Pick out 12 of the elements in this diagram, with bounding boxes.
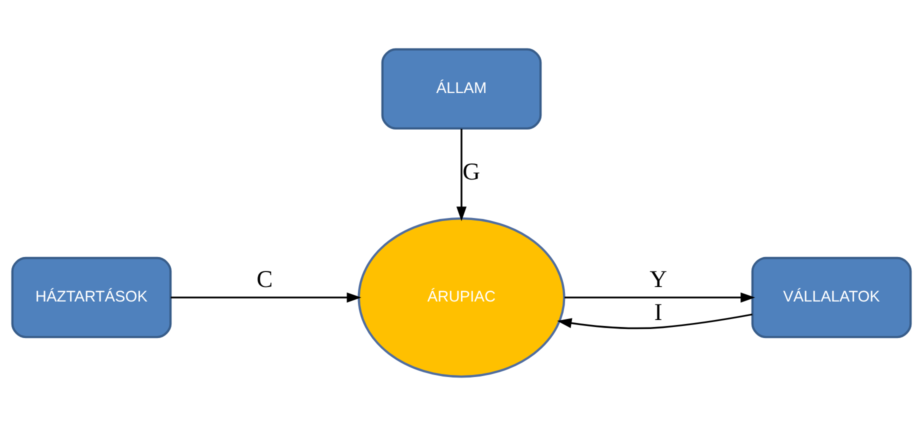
arrow xyxy=(564,292,756,302)
edge-label: I xyxy=(654,298,662,326)
edge-label: G xyxy=(462,158,480,186)
node-box: ÁLLAM xyxy=(381,48,542,130)
arrow xyxy=(557,313,752,329)
edge-label: C xyxy=(256,266,273,293)
arrow xyxy=(170,292,362,302)
node-ellipse: ÁRUPIAC xyxy=(358,216,566,378)
edge-label: Y xyxy=(650,266,668,293)
node-box: VÁLLALATOK xyxy=(751,256,912,338)
node-box: HÁZTARTÁSOK xyxy=(11,256,172,338)
arrow xyxy=(456,128,467,221)
